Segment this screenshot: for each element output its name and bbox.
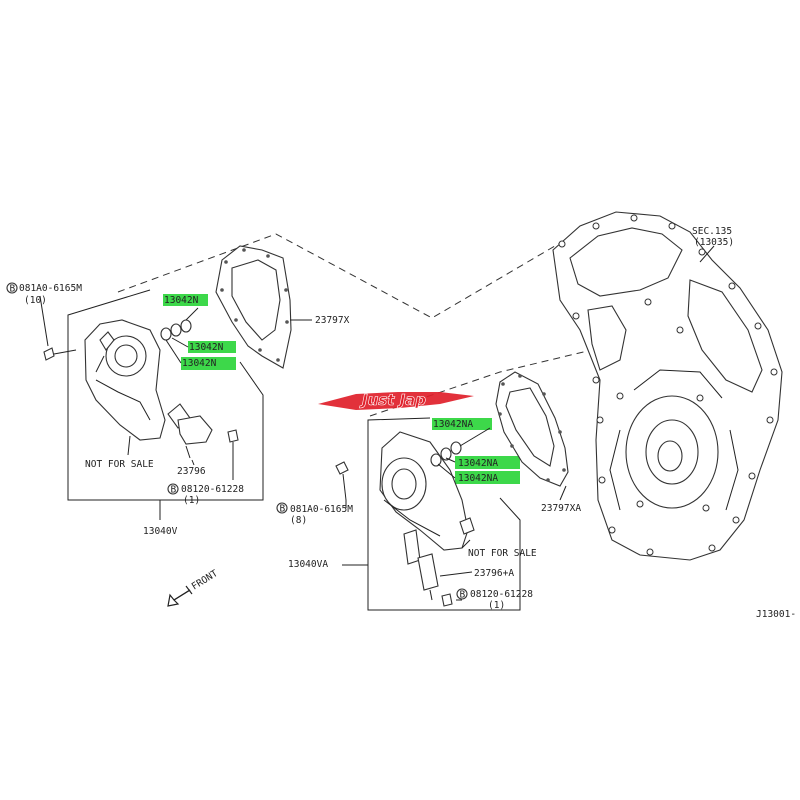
bolt-markers [6,282,468,600]
logo-text: Just Jap [359,391,426,409]
label-bolt-small-left-qty: (1) [183,495,200,506]
label-bolt-right-qty: (8) [290,515,307,526]
highlight-13042n-mid1 [188,341,236,353]
label-bolt-left: 081A0-6165M [19,283,82,294]
label-bolt-small-right-qty: (1) [488,600,505,611]
left-assembly-bracket [67,289,264,501]
label-13042n-mid1: 13042N [189,342,224,353]
right-assembly-bracket [367,417,521,611]
highlight-13042n-mid2 [181,357,236,370]
highlight-13042n-top [163,294,208,306]
label-13040v: 13040V [143,526,178,537]
label-13042na-top: 13042NA [433,419,473,430]
label-13042n-top: 13042N [164,295,199,306]
label-13042na-mid1: 13042NA [458,458,498,469]
highlight-13042na-top [432,418,492,430]
label-sec-135-sub: (13035) [694,237,734,248]
label-23796a: 23796+A [474,568,514,579]
bolt-marker-3: B [280,504,286,515]
label-23797xa: 23797XA [541,503,581,514]
highlight-13042na-mid1 [455,456,520,469]
label-23796: 23796 [177,466,206,477]
bolt-small-right [441,593,453,607]
o-rings-13042na-right [430,441,462,467]
label-diagram-code: J13001- [756,609,796,620]
just-jap-logo: Just Jap [318,391,474,410]
label-13042n-mid2: 13042N [182,358,217,369]
timing-cover-right [379,431,475,551]
label-front: FRONT [190,568,220,593]
bolt-left-cover [43,347,77,361]
label-bolt-small-left: 08120-61228 [181,484,244,495]
label-bolt-right: 081A0-6165M [290,504,353,515]
label-13042na-mid2: 13042NA [458,473,498,484]
o-rings-13042n-left [160,319,192,341]
bolt-marker-4: B [460,590,466,601]
label-23797x: 23797X [315,315,350,326]
alignment-dashed-lines [117,233,601,417]
label-bolt-left-qty: (10) [24,295,47,306]
bolt-marker-2: B [171,485,177,496]
highlight-13042na-mid2 [455,471,520,484]
bolt-marker-1: B [10,284,16,295]
timing-cover-left [84,319,166,441]
gasket-23797x [215,245,292,369]
leader-lines [39,245,715,601]
solenoid-23796 [167,403,213,459]
bolt-right-cover [335,461,349,501]
label-not-for-sale-left: NOT FOR SALE [85,459,154,470]
label-sec-135: SEC.135 [692,226,732,237]
engine-front-cover [552,211,783,561]
solenoid-23796a [403,529,439,601]
gasket-23797xa [495,371,569,487]
bolt-small-left [227,429,239,474]
label-not-for-sale-right: NOT FOR SALE [468,548,537,559]
front-arrow-icon [167,585,193,607]
label-bolt-small-right: 08120-61228 [470,589,533,600]
label-13040va: 13040VA [288,559,328,570]
